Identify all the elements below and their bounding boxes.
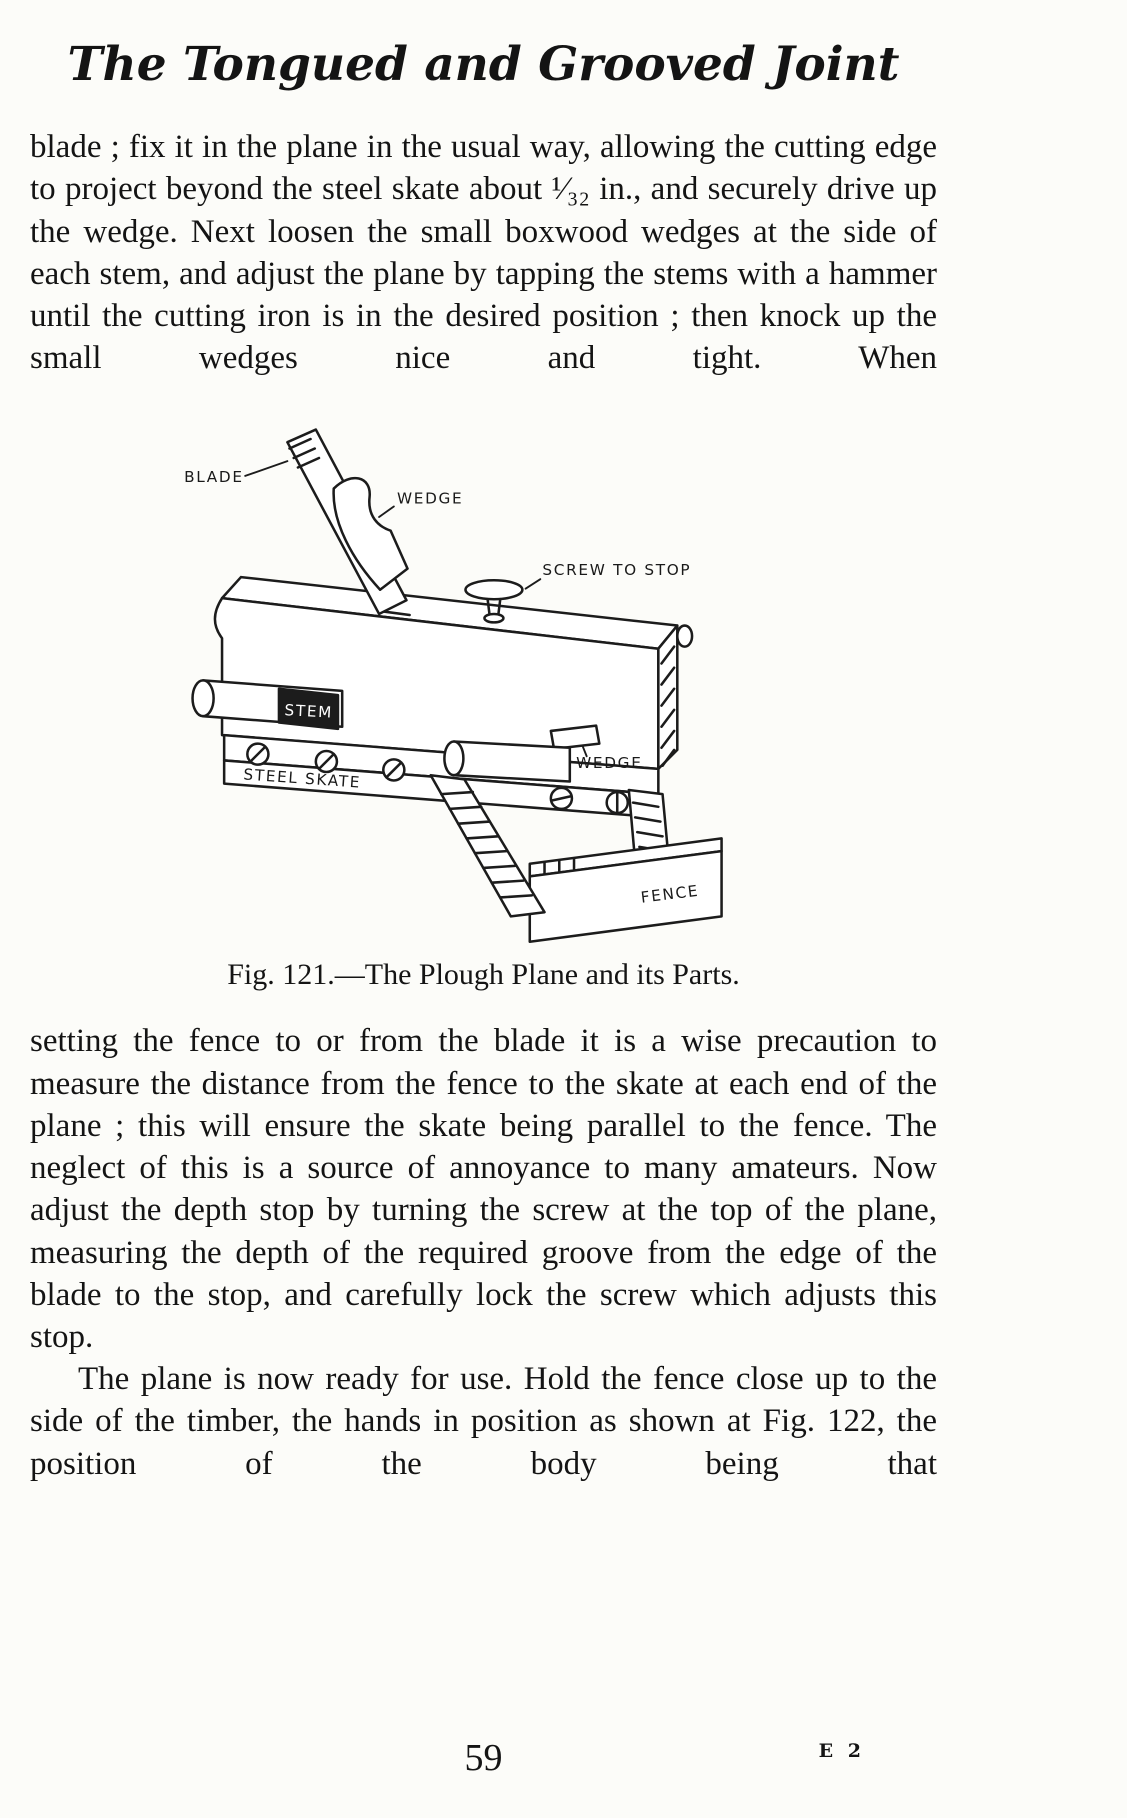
- paragraph-3: The plane is now ready for use. Hold the…: [30, 1361, 937, 1482]
- page-number: 59: [464, 1737, 503, 1779]
- label-blade: BLADE: [184, 469, 244, 487]
- label-stem: STEM: [284, 702, 333, 723]
- steel-skate-part: [429, 774, 546, 919]
- fence-part: [528, 837, 723, 944]
- depth-stop-screw: [464, 579, 524, 625]
- plough-plane-figure: BLADE WEDGE SCREW TO STOP STEM WEDGE STE…: [30, 419, 937, 992]
- rail-screws: [246, 742, 406, 783]
- leader-lines: [244, 460, 588, 758]
- label-wedge-lower: WEDGE: [576, 754, 642, 772]
- skate-screws: [549, 787, 630, 815]
- plough-plane-drawing: BLADE WEDGE SCREW TO STOP STEM WEDGE STE…: [184, 428, 723, 944]
- figure-caption: Fig. 121.—The Plough Plane and its Parts…: [227, 958, 740, 992]
- paragraph-1: blade ; fix it in the plane in the usual…: [30, 129, 937, 377]
- lower-stem: [443, 724, 601, 784]
- top-wedge-part: [332, 477, 409, 592]
- page-title: The Tongued and Grooved Joint: [67, 37, 900, 92]
- end-knob: [676, 624, 694, 649]
- page-footer: 59 E 2: [30, 1736, 937, 1800]
- paragraph-2: setting the fence to or from the blade i…: [30, 1023, 937, 1356]
- label-wedge-top: WEDGE: [397, 490, 463, 508]
- label-screw-to-stop: SCREW TO STOP: [542, 561, 691, 579]
- printer-signature: E 2: [818, 1740, 865, 1762]
- upper-stem: [191, 679, 344, 731]
